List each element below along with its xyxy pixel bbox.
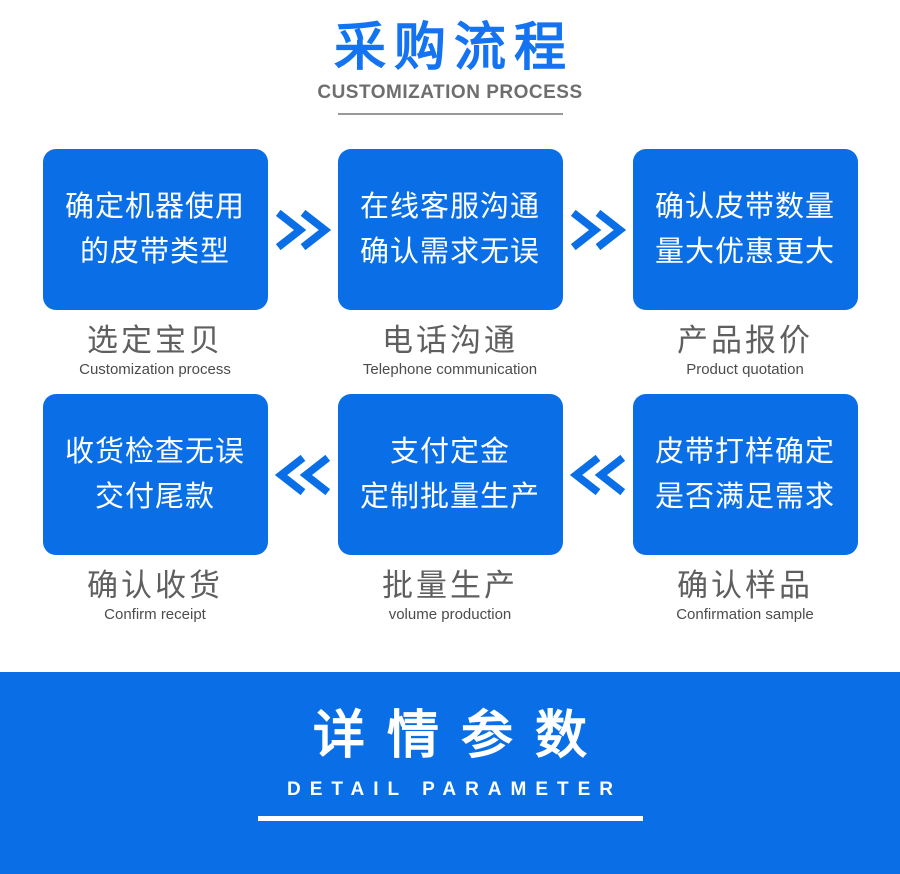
page-subtitle: CUSTOMIZATION PROCESS	[317, 82, 583, 103]
step-quotation: 确认皮带数量 量大优惠更大 产品报价 Product quotation	[632, 149, 858, 379]
banner-underline	[257, 816, 643, 821]
flow-row-2: 收货检查无误 交付尾款 确认收货 Confirm receipt 支付定金 定制…	[42, 394, 858, 624]
step-caption: 电话沟通	[382, 323, 518, 358]
arrow-cell	[563, 394, 633, 555]
banner-title: 详情参数	[312, 707, 609, 765]
step-caption-en: Product quotation	[686, 361, 804, 378]
step-caption-en: Confirmation sample	[676, 606, 814, 623]
step-box-text-line1: 在线客服沟通	[359, 190, 540, 223]
arrow-cell	[563, 149, 633, 310]
step-box-text-line2: 交付尾款	[94, 480, 215, 513]
double-chevron-left-icon	[274, 454, 330, 495]
detail-parameter-banner: 详情参数 DETAIL PARAMETER	[0, 672, 900, 874]
step-box-text-line1: 收货检查无误	[64, 435, 245, 468]
step-box-text-line1: 支付定金	[389, 435, 510, 468]
step-caption-en: Confirm receipt	[104, 606, 206, 623]
page-title: 采购流程	[333, 19, 574, 77]
step-box-text-line1: 皮带打样确定	[654, 435, 835, 468]
step-confirm-sample: 皮带打样确定 是否满足需求 确认样品 Confirmation sample	[632, 394, 858, 624]
step-box-text-line1: 确认皮带数量	[654, 190, 835, 223]
step-box-text-line2: 定制批量生产	[359, 480, 540, 513]
step-caption: 产品报价	[677, 323, 813, 358]
step-box-text-line1: 确定机器使用	[64, 190, 245, 223]
step-box: 支付定金 定制批量生产	[337, 394, 563, 555]
flow-row-1: 确定机器使用 的皮带类型 选定宝贝 Customization process …	[42, 149, 858, 379]
step-caption-en: volume production	[388, 606, 512, 623]
double-chevron-right-icon	[570, 209, 626, 250]
header: 采购流程 CUSTOMIZATION PROCESS	[0, 0, 900, 115]
process-flow: 确定机器使用 的皮带类型 选定宝贝 Customization process …	[42, 149, 858, 624]
step-caption: 确认样品	[677, 568, 813, 603]
header-underline	[337, 113, 563, 115]
step-box: 确定机器使用 的皮带类型	[42, 149, 268, 310]
step-caption: 选定宝贝	[87, 323, 223, 358]
step-box: 皮带打样确定 是否满足需求	[632, 394, 858, 555]
step-caption: 批量生产	[382, 568, 518, 603]
step-confirm-receipt: 收货检查无误 交付尾款 确认收货 Confirm receipt	[42, 394, 268, 624]
step-box-text-line2: 确认需求无误	[359, 235, 540, 268]
arrow-cell	[268, 149, 338, 310]
step-communication: 在线客服沟通 确认需求无误 电话沟通 Telephone communicati…	[337, 149, 563, 379]
step-box: 在线客服沟通 确认需求无误	[337, 149, 563, 310]
double-chevron-right-icon	[275, 209, 331, 250]
step-volume-production: 支付定金 定制批量生产 批量生产 volume production	[337, 394, 563, 624]
step-box: 确认皮带数量 量大优惠更大	[632, 149, 858, 310]
arrow-cell	[268, 394, 338, 555]
step-caption: 确认收货	[87, 568, 223, 603]
double-chevron-left-icon	[569, 454, 625, 495]
step-box-text-line2: 量大优惠更大	[654, 235, 835, 268]
step-box-text-line2: 是否满足需求	[654, 480, 835, 513]
step-caption-en: Customization process	[79, 361, 231, 378]
banner-subtitle: DETAIL PARAMETER	[286, 779, 623, 800]
step-select-product: 确定机器使用 的皮带类型 选定宝贝 Customization process	[42, 149, 268, 379]
step-caption-en: Telephone communication	[362, 361, 538, 378]
step-box: 收货检查无误 交付尾款	[42, 394, 268, 555]
step-box-text-line2: 的皮带类型	[79, 235, 230, 268]
